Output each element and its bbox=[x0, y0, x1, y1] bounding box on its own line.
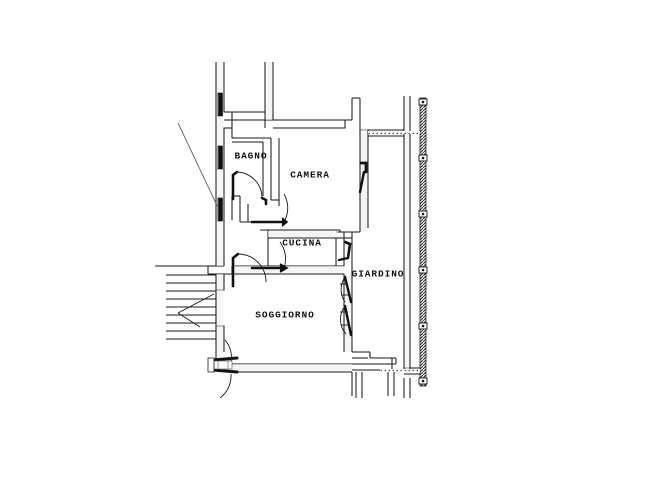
door-cucina-garden bbox=[337, 240, 352, 262]
door-corridor bbox=[260, 196, 268, 206]
door-garden-lower bbox=[340, 304, 353, 337]
window-icon bbox=[217, 145, 223, 170]
door-garden-upper bbox=[340, 275, 353, 304]
door-cucina-lower bbox=[250, 241, 289, 273]
room-labels: BAGNO CAMERA CUCINA GIARDINO SOGGIORNO bbox=[234, 151, 405, 321]
room-label-cucina: CUCINA bbox=[282, 238, 322, 249]
fence-connector-lower bbox=[380, 369, 420, 372]
window-group bbox=[217, 92, 223, 222]
staircase bbox=[155, 265, 216, 340]
room-label-camera: CAMERA bbox=[290, 170, 330, 181]
door-corridor-upper bbox=[250, 193, 289, 227]
door-bagno bbox=[231, 170, 263, 201]
window-icon bbox=[217, 197, 223, 222]
fence-post-dot bbox=[421, 100, 425, 383]
door-cucina bbox=[231, 252, 267, 288]
room-label-giardino: GIARDINO bbox=[352, 269, 405, 280]
door-group bbox=[207, 161, 368, 399]
fence-connector-upper bbox=[368, 131, 420, 134]
section-cut-line bbox=[177, 122, 223, 217]
door-camera-right bbox=[358, 161, 368, 194]
room-label-bagno: BAGNO bbox=[234, 151, 267, 162]
door-entrance bbox=[207, 339, 239, 399]
window-icon bbox=[217, 92, 223, 117]
boundary-fence bbox=[368, 97, 428, 387]
room-label-soggiorno: SOGGIORNO bbox=[255, 310, 314, 321]
